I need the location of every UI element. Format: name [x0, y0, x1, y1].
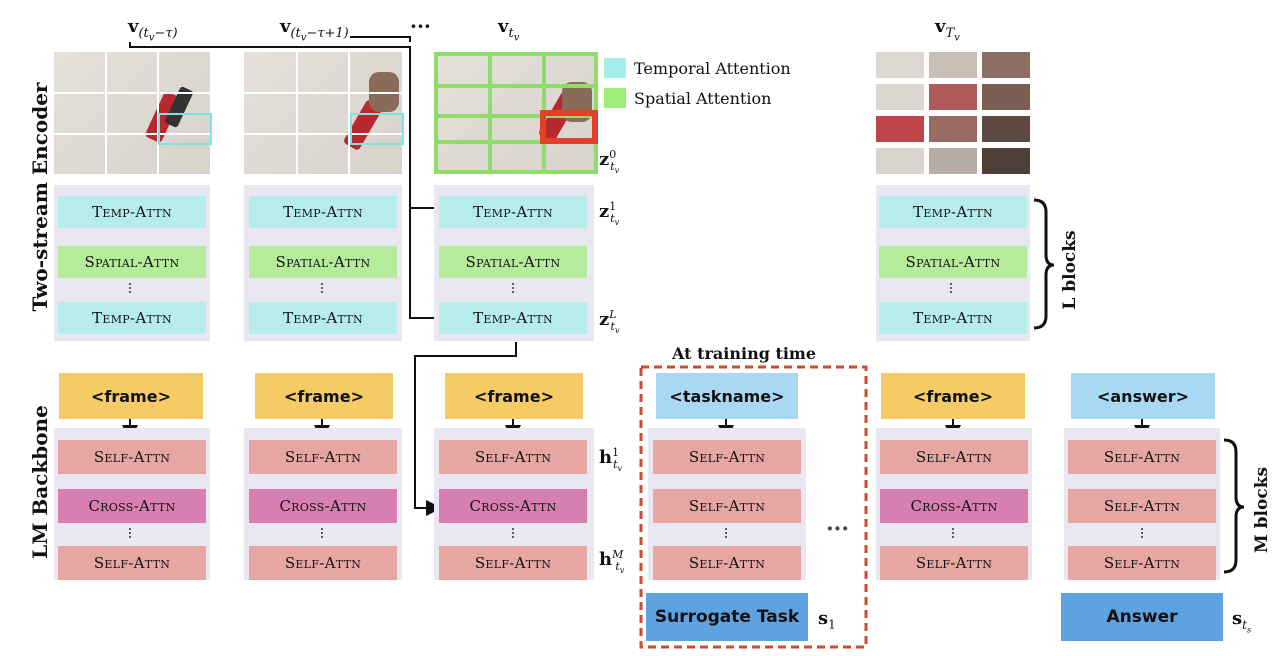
- vertical-dots: [950, 281, 952, 295]
- answer-box: Answer: [1061, 593, 1223, 641]
- vertical-dots: [321, 525, 323, 541]
- legend-temporal-swatch: [604, 58, 626, 78]
- temp-attn-block: Temp-Attn: [249, 302, 397, 334]
- video-frame-2: [244, 52, 404, 174]
- training-time-box: [639, 365, 868, 649]
- self-attn-block: Self-Attn: [439, 546, 587, 580]
- frame-label-2: v(tv−τ+1): [280, 16, 349, 44]
- self-attn-block: Self-Attn: [880, 546, 1028, 580]
- frame-label-4: vTv: [935, 16, 960, 44]
- temp-attn-block: Temp-Attn: [439, 196, 587, 228]
- vertical-dots: [129, 281, 131, 295]
- backbone-ellipsis: ···: [826, 516, 849, 542]
- frame-token: <frame>: [255, 373, 393, 419]
- m-blocks-brace: [1223, 438, 1245, 574]
- self-attn-block: Self-Attn: [1068, 546, 1216, 580]
- vertical-dots: [952, 525, 954, 541]
- self-attn-block: Self-Attn: [249, 546, 397, 580]
- zL-label: zLtv: [599, 308, 620, 335]
- z0-label: z0tv: [599, 148, 620, 175]
- vertical-dots: [725, 525, 727, 541]
- temporal-connection-line: [129, 42, 438, 209]
- cross-attn-block: Cross-Attn: [439, 489, 587, 523]
- video-frame-1: [54, 52, 212, 174]
- cross-attn-block: Cross-Attn: [58, 489, 206, 523]
- self-attn-block: Self-Attn: [1068, 440, 1216, 474]
- spatial-attn-block: Spatial-Attn: [879, 246, 1027, 278]
- cross-attn-block: Cross-Attn: [249, 489, 397, 523]
- backbone-side-label: LM Backbone: [28, 405, 52, 559]
- self-attn-block: Self-Attn: [439, 440, 587, 474]
- frame-label-1: v(tv−τ): [128, 16, 178, 44]
- h1-label: h1tv: [599, 446, 623, 473]
- legend-temporal-label: Temporal Attention: [634, 59, 791, 78]
- self-attn-block: Self-Attn: [249, 440, 397, 474]
- l-blocks-brace: [1033, 198, 1055, 330]
- vertical-dots: [129, 525, 131, 541]
- m-blocks-label: M blocks: [1252, 466, 1272, 554]
- self-attn-block: Self-Attn: [653, 546, 801, 580]
- spatial-attn-block: Spatial-Attn: [439, 246, 587, 278]
- l-blocks-label: L blocks: [1060, 230, 1080, 310]
- sts-label: sts: [1232, 608, 1252, 634]
- answer-token: <answer>: [1071, 373, 1215, 419]
- temp-attn-block: Temp-Attn: [439, 302, 587, 334]
- frame-label-3: vtv: [498, 16, 520, 44]
- spatial-attn-block: Spatial-Attn: [58, 246, 206, 278]
- temp-attn-block: Temp-Attn: [249, 196, 397, 228]
- frame-token: <frame>: [881, 373, 1025, 419]
- video-frame-4: [876, 52, 1030, 174]
- video-frame-3: [434, 52, 598, 174]
- surrogate-task-box: Surrogate Task: [646, 593, 808, 641]
- frame-token: <frame>: [59, 373, 203, 419]
- taskname-token: <taskname>: [656, 373, 798, 419]
- temp-attn-block: Temp-Attn: [879, 302, 1027, 334]
- temp-attn-block: Temp-Attn: [58, 302, 206, 334]
- cross-attn-block: Cross-Attn: [880, 489, 1028, 523]
- z1-label: z1tv: [599, 200, 620, 227]
- frame-ellipsis: ···: [410, 14, 431, 38]
- hM-label: hMtv: [599, 548, 625, 575]
- vertical-dots: [321, 281, 323, 295]
- legend-spatial-swatch: [604, 88, 626, 108]
- self-attn-block: Self-Attn: [1068, 489, 1216, 523]
- spatial-attn-block: Spatial-Attn: [249, 246, 397, 278]
- self-attn-block: Self-Attn: [58, 440, 206, 474]
- self-attn-block: Self-Attn: [880, 440, 1028, 474]
- frame-token: <frame>: [445, 373, 583, 419]
- self-attn-block: Self-Attn: [653, 440, 801, 474]
- self-attn-block: Self-Attn: [653, 489, 801, 523]
- self-attn-block: Self-Attn: [58, 546, 206, 580]
- encoder-to-backbone-arrow: [414, 342, 517, 516]
- vertical-dots: [512, 281, 514, 295]
- temp-attn-block: Temp-Attn: [879, 196, 1027, 228]
- vertical-dots: [512, 525, 514, 541]
- temp-attn-block: Temp-Attn: [58, 196, 206, 228]
- vertical-dots: [1141, 525, 1143, 541]
- legend-spatial-label: Spatial Attention: [634, 89, 772, 108]
- training-time-label: At training time: [672, 344, 817, 363]
- encoder-side-label: Two-stream Encoder: [28, 82, 52, 312]
- s1-label: s1: [818, 608, 836, 632]
